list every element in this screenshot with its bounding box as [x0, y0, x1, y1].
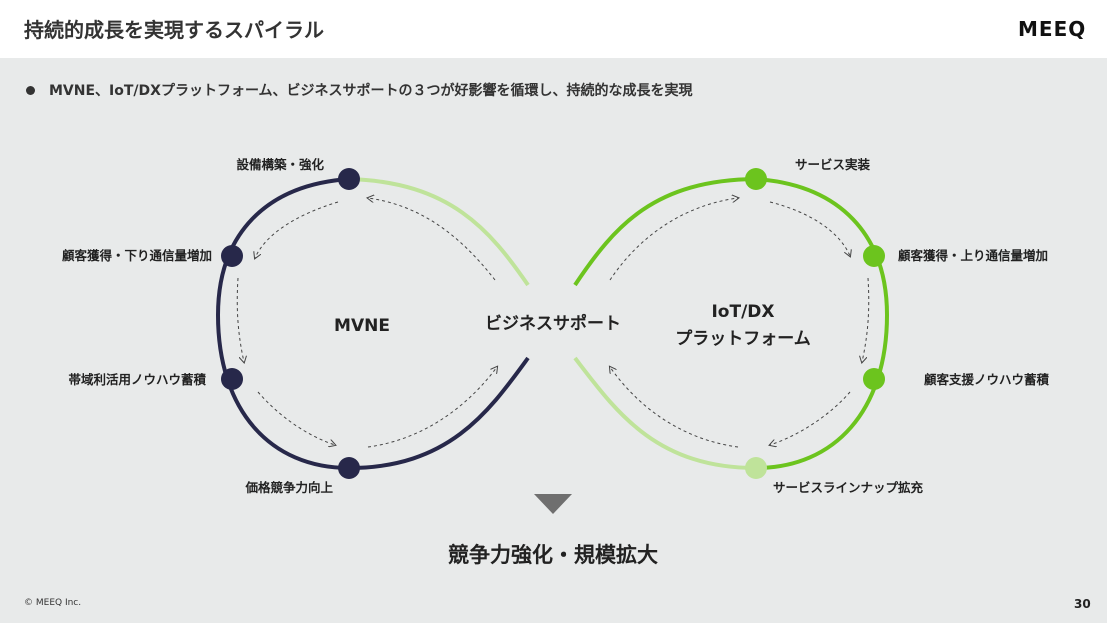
dashed-arrow-left-2 — [236, 277, 244, 362]
iot-node-1 — [745, 168, 767, 190]
mvne-loop-arc — [215, 177, 350, 470]
bullet-point: MVNE、IoT/DXプラットフォーム、ビジネスサポートの３つが好影響を循環し、… — [26, 80, 693, 100]
dashed-arrow-left-1 — [255, 201, 339, 258]
center-to-iot-curve — [573, 177, 757, 287]
mvne-node-3-label: 帯域利活用ノウハウ蓄積 — [68, 372, 206, 387]
meeq-logo: MEEQ — [1018, 17, 1087, 41]
bullet-text: MVNE、IoT/DXプラットフォーム、ビジネスサポートの３つが好影響を循環し、… — [49, 83, 693, 99]
iot-node-3 — [863, 368, 885, 390]
mvne-to-center-curve — [348, 356, 530, 470]
mvne-node-1-label: 設備構築・強化 — [236, 157, 324, 172]
header-bar: 持続的成長を実現するスパイラル MEEQ — [0, 0, 1107, 58]
mvne-node-2 — [221, 245, 243, 267]
dashed-arrow-right-1 — [609, 198, 738, 281]
iot-dx-label-line1: IoT/DX — [711, 302, 774, 322]
iot-dx-label-line2: プラットフォーム — [675, 328, 811, 349]
center-to-mvne-curve — [348, 177, 530, 287]
iot-node-4 — [745, 457, 767, 479]
iot-to-center-curve — [573, 356, 757, 470]
iot-loop-arc — [755, 177, 890, 470]
dashed-arrow-left-5 — [368, 198, 496, 281]
bullet-dot-icon — [26, 85, 35, 95]
iot-node-1-label: サービス実装 — [795, 157, 871, 172]
iot-node-2-label: 顧客獲得・上り通信量増加 — [898, 248, 1048, 263]
business-support-label: ビジネスサポート — [485, 313, 621, 334]
dashed-arrow-right-4 — [770, 391, 851, 445]
down-triangle-icon — [534, 494, 572, 514]
page-title: 持続的成長を実現するスパイラル — [24, 18, 324, 42]
dashed-arrow-left-3 — [257, 391, 335, 445]
dashed-arrow-right-2 — [769, 201, 850, 256]
mvne-node-2-label: 顧客獲得・下り通信量増加 — [62, 248, 212, 263]
mvne-node-3 — [221, 368, 243, 390]
mvne-node-4-label: 価格競争力向上 — [244, 480, 333, 495]
result-text: 競争力強化・規模拡大 — [448, 543, 658, 567]
iot-node-2 — [863, 245, 885, 267]
dashed-arrow-right-5 — [610, 367, 739, 448]
mvne-node-4 — [338, 457, 360, 479]
dashed-arrow-right-3 — [862, 277, 870, 362]
copyright: © MEEQ Inc. — [24, 598, 82, 608]
page-number: 30 — [1074, 597, 1091, 611]
mvne-node-1 — [338, 168, 360, 190]
iot-node-3-label: 顧客支援ノウハウ蓄積 — [924, 372, 1050, 387]
iot-node-4-label: サービスラインナップ拡充 — [773, 480, 924, 495]
mvne-label: MVNE — [334, 316, 390, 336]
dashed-arrow-left-4 — [367, 367, 497, 448]
